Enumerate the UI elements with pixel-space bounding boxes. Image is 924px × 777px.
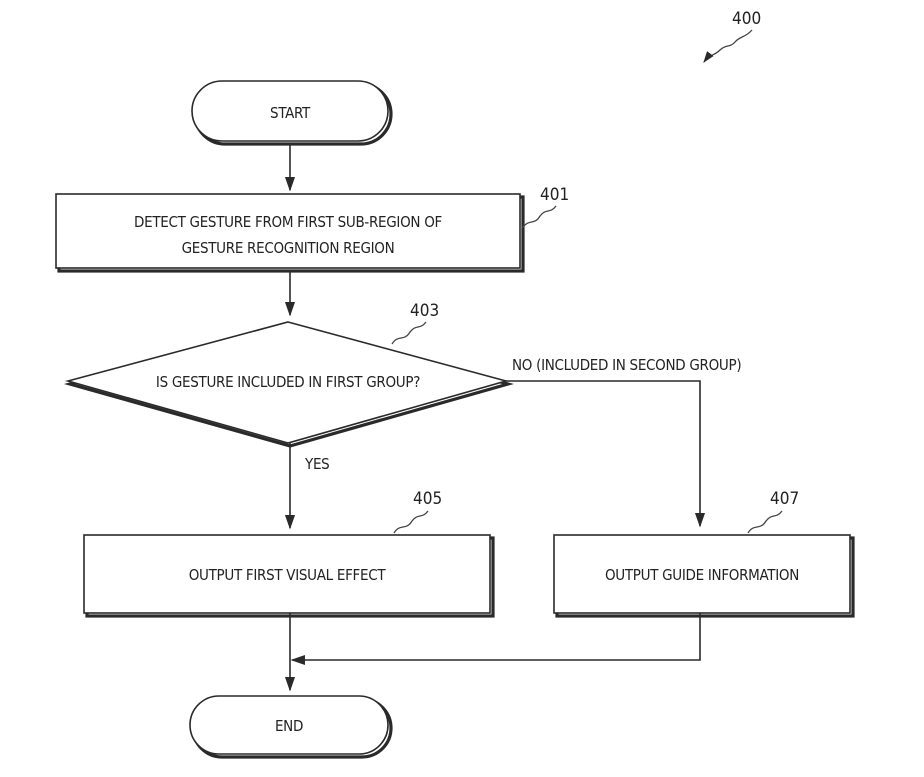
step-407-label: OUTPUT GUIDE INFORMATION	[605, 566, 799, 584]
decision-403-label: IS GESTURE INCLUDED IN FIRST GROUP?	[156, 373, 420, 391]
step-401-line1: DETECT GESTURE FROM FIRST SUB-REGION OF	[134, 213, 442, 231]
ref-403: 403	[410, 301, 439, 321]
no-branch-label: NO (INCLUDED IN SECOND GROUP)	[512, 356, 741, 374]
process-box-407: OUTPUT GUIDE INFORMATION	[553, 534, 855, 618]
ref-401-leader	[521, 205, 557, 229]
start-label: START	[270, 104, 311, 122]
step-405-label: OUTPUT FIRST VISUAL EFFECT	[189, 566, 387, 584]
figure-number: 400	[732, 9, 761, 29]
decision-diamond-403: IS GESTURE INCLUDED IN FIRST GROUP?	[63, 321, 514, 448]
arrow-403-no-to-407	[506, 380, 706, 528]
ref-401: 401	[540, 185, 569, 205]
start-terminator: START	[191, 80, 393, 146]
arrow-407-merge	[290, 613, 701, 666]
ref-405-leader	[393, 510, 429, 534]
ref-403-leader	[391, 321, 427, 345]
end-terminator: END	[189, 695, 393, 759]
step-401-line2: GESTURE RECOGNITION REGION	[182, 239, 395, 257]
ref-405: 405	[413, 489, 442, 509]
ref-407-leader	[747, 510, 783, 534]
yes-branch-label: YES	[304, 455, 329, 473]
end-label: END	[275, 717, 303, 735]
process-box-401: DETECT GESTURE FROM FIRST SUB-REGION OF …	[55, 193, 525, 273]
figure-number-leader	[703, 29, 753, 63]
process-box-405: OUTPUT FIRST VISUAL EFFECT	[83, 534, 495, 618]
ref-407: 407	[770, 489, 799, 509]
